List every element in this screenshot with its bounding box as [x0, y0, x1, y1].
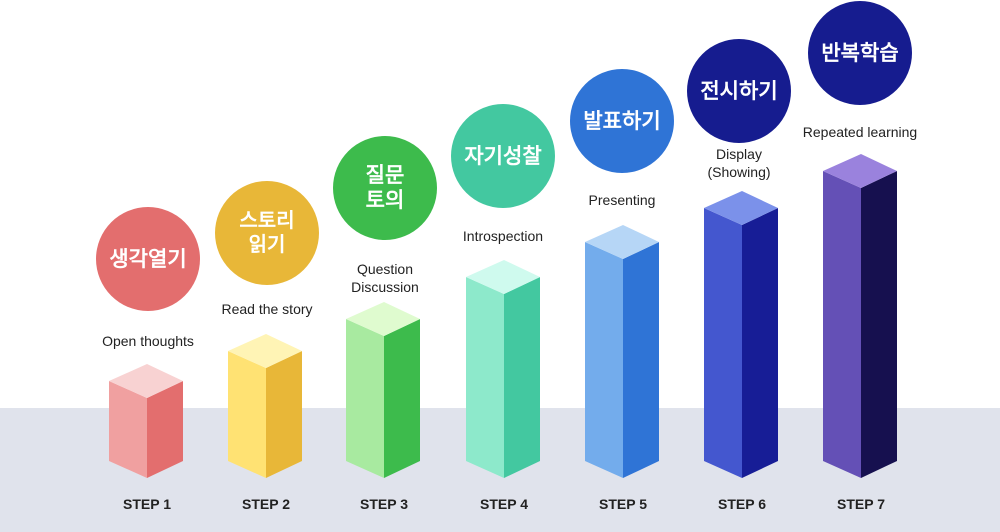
- bar-7-side: [861, 171, 897, 478]
- step-2-circle: 스토리 읽기: [215, 181, 319, 285]
- bar-7-top: [823, 154, 897, 188]
- bar-3-front: [346, 319, 384, 478]
- step-3-label: STEP 3: [360, 496, 408, 512]
- step-5-subtitle: Presenting: [588, 192, 656, 208]
- bar-1-front: [109, 381, 147, 478]
- bar-7-front: [823, 171, 861, 478]
- step-5-label: STEP 5: [599, 496, 647, 512]
- bar-5-side: [623, 242, 659, 478]
- bar-6-front: [704, 208, 742, 478]
- bar-2-side: [266, 351, 302, 478]
- bar-3-top: [346, 302, 420, 336]
- bar-5-top: [585, 225, 659, 259]
- bar-6-side: [742, 208, 778, 478]
- step-1-title: 생각열기: [109, 246, 187, 271]
- bar-1-side: [147, 381, 183, 478]
- bar-3-side: [384, 319, 420, 478]
- step-2-title: 스토리 읽기: [239, 208, 295, 256]
- step-3-title: 질문 토의: [365, 163, 405, 212]
- step-3-subtitle: Question Discussion: [351, 261, 419, 295]
- step-7-subtitle: Repeated learning: [802, 124, 918, 140]
- step-1-label: STEP 1: [123, 496, 171, 512]
- bar-5-front: [585, 242, 623, 478]
- step-4-circle: 자기성찰: [451, 104, 555, 208]
- step-5-circle: 발표하기: [570, 69, 674, 173]
- step-7-label: STEP 7: [837, 496, 885, 512]
- bar-2-front: [228, 351, 266, 478]
- step-4-title: 자기성찰: [464, 143, 542, 168]
- bar-2-top: [228, 334, 302, 368]
- step-4-label: STEP 4: [480, 496, 528, 512]
- bar-4-top: [466, 260, 540, 294]
- step-1-subtitle: Open thoughts: [102, 333, 194, 349]
- bar-6-top: [704, 191, 778, 225]
- step-2-subtitle: Read the story: [221, 301, 313, 317]
- bar-1-top: [109, 364, 183, 398]
- step-5-title: 발표하기: [583, 108, 661, 133]
- step-6-subtitle: Display (Showing): [707, 146, 771, 180]
- step-1-circle: 생각열기: [96, 207, 200, 311]
- step-6-title: 전시하기: [700, 78, 778, 103]
- step-6-label: STEP 6: [718, 496, 766, 512]
- step-7-circle: 반복학습: [808, 1, 912, 105]
- bar-4-side: [504, 277, 540, 478]
- step-2-label: STEP 2: [242, 496, 290, 512]
- step-6-circle: 전시하기: [687, 39, 791, 143]
- bar-4-front: [466, 277, 504, 478]
- step-4-subtitle: Introspection: [462, 228, 544, 244]
- step-3-circle: 질문 토의: [333, 136, 437, 240]
- step-7-title: 반복학습: [821, 40, 899, 65]
